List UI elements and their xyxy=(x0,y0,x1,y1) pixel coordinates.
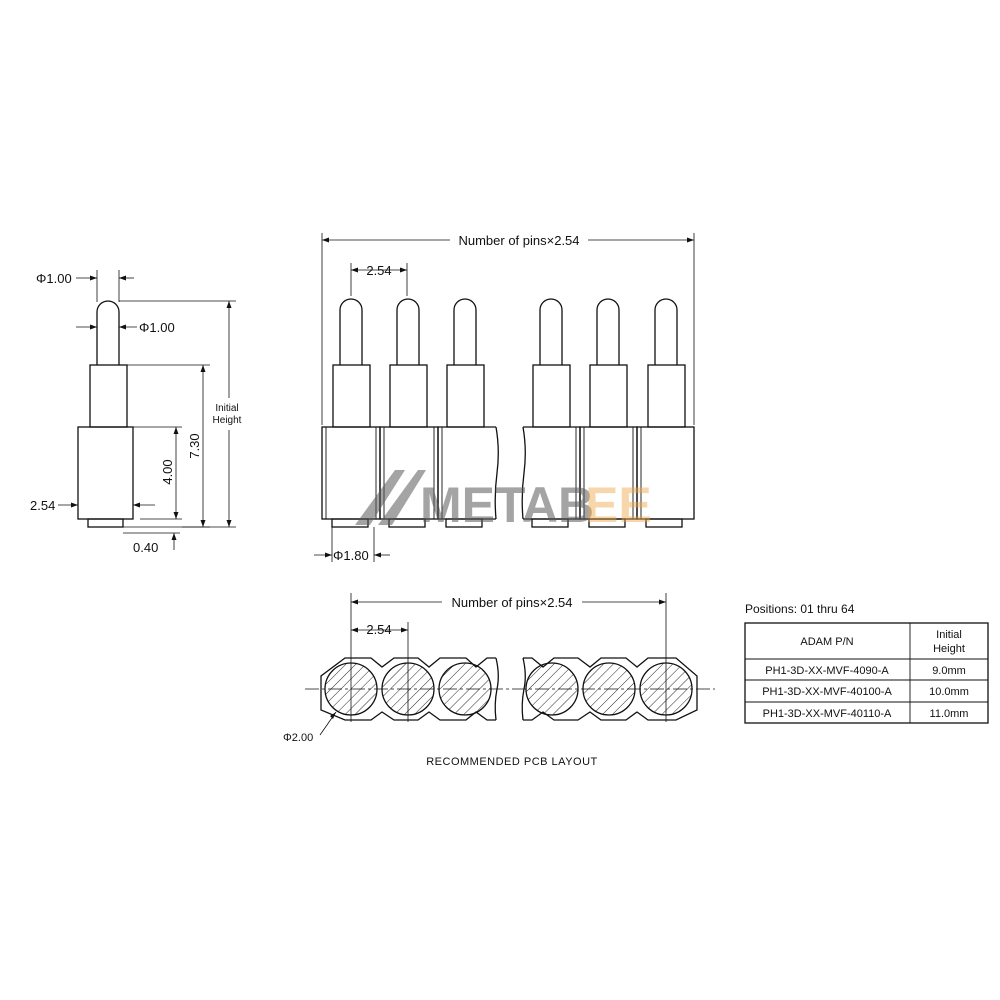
pcb-outline-left xyxy=(320,657,496,721)
dim-body-pitch-label: 2.54 xyxy=(30,498,55,513)
table-row-1-pn: PH1-3D-XX-MVF-4090-A xyxy=(765,665,889,677)
dim-front-pitch: 2.54 xyxy=(350,263,408,296)
initial-height-label-line1: Initial xyxy=(215,403,238,414)
dim-pad-diameter: Φ2.00 xyxy=(283,711,337,744)
side-view: Φ1.00 Φ1.00 2.54 4.00 xyxy=(30,270,242,555)
side-pin-body xyxy=(77,426,134,520)
pcb-outline-right xyxy=(523,657,698,721)
table-row-1-height: 9.0mm xyxy=(932,665,966,677)
dim-tail-length-label: 0.40 xyxy=(133,540,158,555)
dim-pad-diameter-label: Φ2.00 xyxy=(283,732,313,744)
dim-front-tail-diameter: Φ1.80 xyxy=(314,527,390,563)
front-pin-3 xyxy=(437,298,499,528)
dim-pcb-pitch-label: 2.54 xyxy=(366,622,391,637)
table-row-2-height: 10.0mm xyxy=(929,686,969,698)
dim-total-height-label: 7.30 xyxy=(187,433,202,458)
dim-front-pitch-label: 2.54 xyxy=(366,263,391,278)
dim-body-height: 4.00 xyxy=(133,426,182,520)
pcb-layout-caption: RECOMMENDED PCB LAYOUT xyxy=(426,756,598,768)
pcb-layout: Number of pins×2.54 2.54 xyxy=(283,593,715,768)
watermark-text-dark: METAB xyxy=(420,477,594,533)
dim-front-overall-label: Number of pins×2.54 xyxy=(458,233,579,248)
dim-tail-length: 0.40 xyxy=(123,532,180,555)
side-pin-tip xyxy=(96,300,120,365)
table-row-2-pn: PH1-3D-XX-MVF-40100-A xyxy=(762,686,892,698)
dim-pcb-overall-label: Number of pins×2.54 xyxy=(451,595,572,610)
watermark-text-orange: EE xyxy=(585,477,652,533)
dim-tip-diameter-label: Φ1.00 xyxy=(36,271,72,286)
dim-body-height-label: 4.00 xyxy=(160,459,175,484)
front-pin-1 xyxy=(321,298,381,528)
dim-body-pitch: 2.54 xyxy=(30,498,155,513)
watermark: METAB EE xyxy=(355,470,652,533)
side-pin-tail xyxy=(87,518,124,528)
table-row-3-height: 11.0mm xyxy=(930,708,969,720)
table-header-height-line2: Height xyxy=(933,643,965,655)
initial-height-label-line2: Height xyxy=(213,415,242,426)
part-number-table: Positions: 01 thru 64 ADAM P/N Initial H… xyxy=(744,602,989,724)
positions-label: Positions: 01 thru 64 xyxy=(745,602,855,616)
table-header-height-line1: Initial xyxy=(936,629,962,641)
table-header-pn: ADAM P/N xyxy=(800,636,853,648)
dim-front-overall: Number of pins×2.54 xyxy=(321,233,695,425)
dim-tip-diameter: Φ1.00 xyxy=(36,270,134,302)
dim-plunger-diameter-label: Φ1.00 xyxy=(139,320,175,335)
table-row-3-pn: PH1-3D-XX-MVF-40110-A xyxy=(763,708,892,720)
front-view: Number of pins×2.54 2.54 xyxy=(314,233,695,563)
dim-front-tail-diameter-label: Φ1.80 xyxy=(333,548,369,563)
dim-initial-height: Initial Height xyxy=(119,300,242,528)
dim-plunger-diameter: Φ1.00 xyxy=(76,320,175,335)
side-pin-barrel xyxy=(89,364,128,428)
front-pin-6 xyxy=(636,298,695,528)
